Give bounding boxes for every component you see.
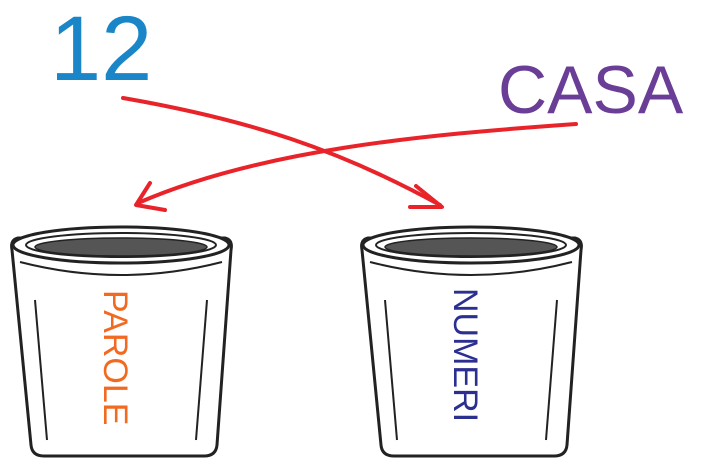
- cup-parole: PAROLE: [10, 225, 233, 458]
- number-item: 12: [50, 0, 152, 100]
- arrow-word-to-parole: [134, 122, 578, 212]
- word-item: CASA: [498, 52, 684, 128]
- cup-label-numeri: NUMERI: [446, 288, 484, 422]
- arrow-number-to-numeri: [121, 96, 444, 209]
- cup-numeri: NUMERI: [360, 225, 583, 458]
- cup-label-parole: PAROLE: [96, 290, 134, 425]
